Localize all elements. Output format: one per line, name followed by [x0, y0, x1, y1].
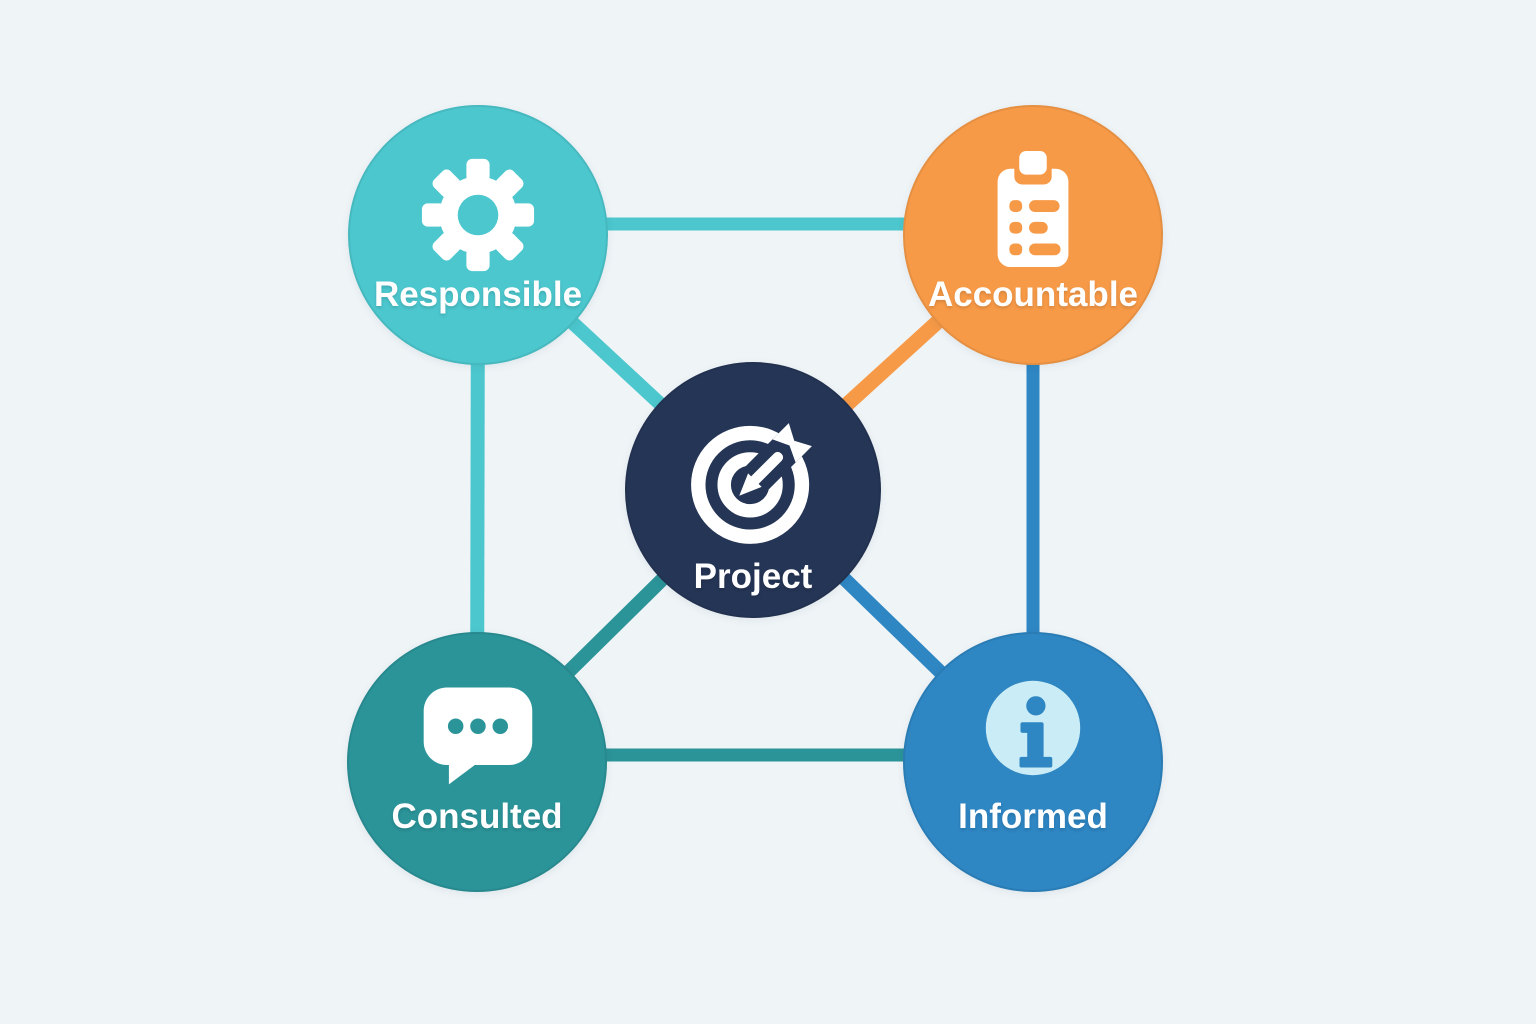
- node-accountable: Accountable: [903, 105, 1163, 365]
- node-label-responsible: Responsible: [373, 275, 583, 314]
- gear-icon: [420, 157, 536, 278]
- node-label-consulted: Consulted: [391, 797, 563, 836]
- speech-bubble-icon: [414, 681, 540, 794]
- node-responsible: Responsible: [348, 105, 608, 365]
- clipboard-icon: [974, 147, 1092, 280]
- node-label-accountable: Accountable: [927, 275, 1139, 314]
- node-consulted: Consulted: [347, 632, 607, 892]
- node-informed: Informed: [903, 632, 1163, 892]
- node-label-project: Project: [693, 557, 813, 596]
- node-project: Project: [625, 362, 881, 618]
- info-icon: [980, 675, 1086, 786]
- target-icon: [681, 410, 825, 559]
- node-label-informed: Informed: [958, 797, 1108, 836]
